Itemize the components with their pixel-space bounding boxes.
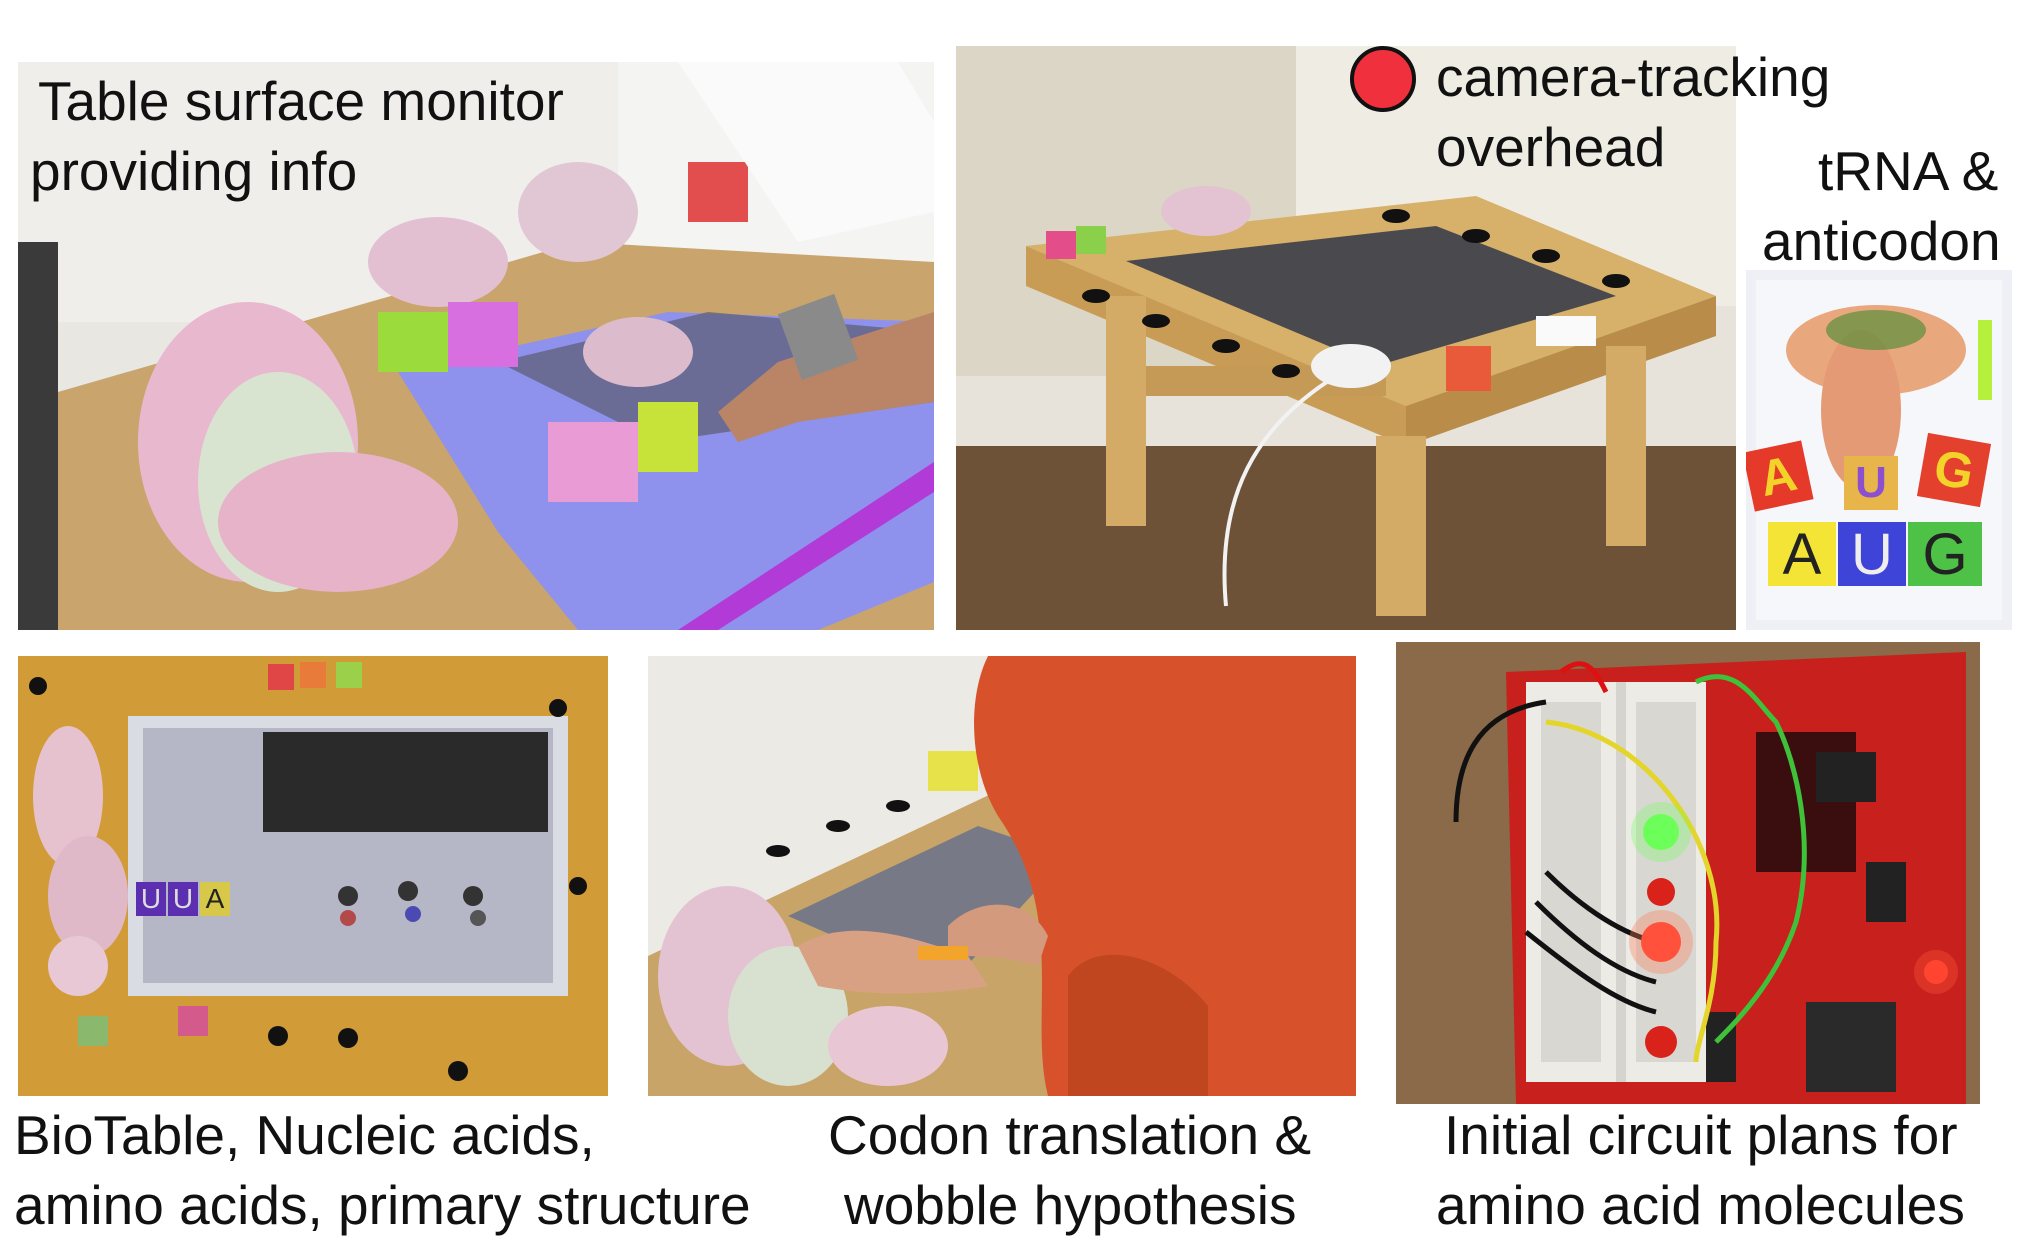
photo-biotable: U U A: [18, 656, 608, 1096]
screen-codon-u1: U: [136, 882, 166, 916]
caption-table-surface-line2: providing info: [30, 140, 358, 202]
trna-tile-g: G: [1908, 522, 1982, 587]
photo-camera-tracking-table: [956, 46, 1736, 630]
caption-biotable-line2: amino acids, primary structure: [14, 1174, 751, 1236]
caption-codon-line1: Codon translation &: [828, 1104, 1312, 1166]
caption-circuit-line1: Initial circuit plans for: [1444, 1104, 1958, 1166]
codon-translation-photo: [648, 656, 1356, 1096]
screen-codon-u2: U: [168, 882, 198, 916]
caption-table-surface-line1: Table surface monitor: [38, 70, 564, 132]
circuit-photo: [1396, 642, 1980, 1104]
biotable-photo: [18, 656, 608, 1096]
trna-tile-a: A: [1768, 522, 1836, 587]
table-surface-photo: [18, 62, 934, 630]
caption-codon-line2: wobble hypothesis: [844, 1174, 1297, 1236]
caption-biotable-line1: BioTable, Nucleic acids,: [14, 1104, 595, 1166]
trna-cube-u: U: [1844, 456, 1898, 510]
caption-trna-line2: anticodon: [1762, 210, 2001, 272]
photo-codon-translation: [648, 656, 1356, 1096]
photo-circuit-plans: [1396, 642, 1980, 1104]
trna-cube-a: A: [1746, 440, 1814, 512]
camera-tracking-dot-icon: [1350, 46, 1416, 112]
screen-codon-a: A: [200, 882, 230, 916]
trna-cube-g: G: [1916, 432, 1992, 508]
caption-camera-tracking-line1: camera-tracking: [1436, 46, 1831, 108]
photo-table-surface-monitor: [18, 62, 934, 630]
caption-camera-tracking-line2: overhead: [1436, 116, 1666, 178]
caption-circuit-line2: amino acid molecules: [1436, 1174, 1965, 1236]
trna-tile-u: U: [1838, 522, 1906, 587]
photo-trna-anticodon: A U G A U G: [1746, 270, 2012, 630]
tracking-table-photo: [956, 46, 1736, 630]
caption-trna-line1: tRNA &: [1818, 140, 1999, 202]
